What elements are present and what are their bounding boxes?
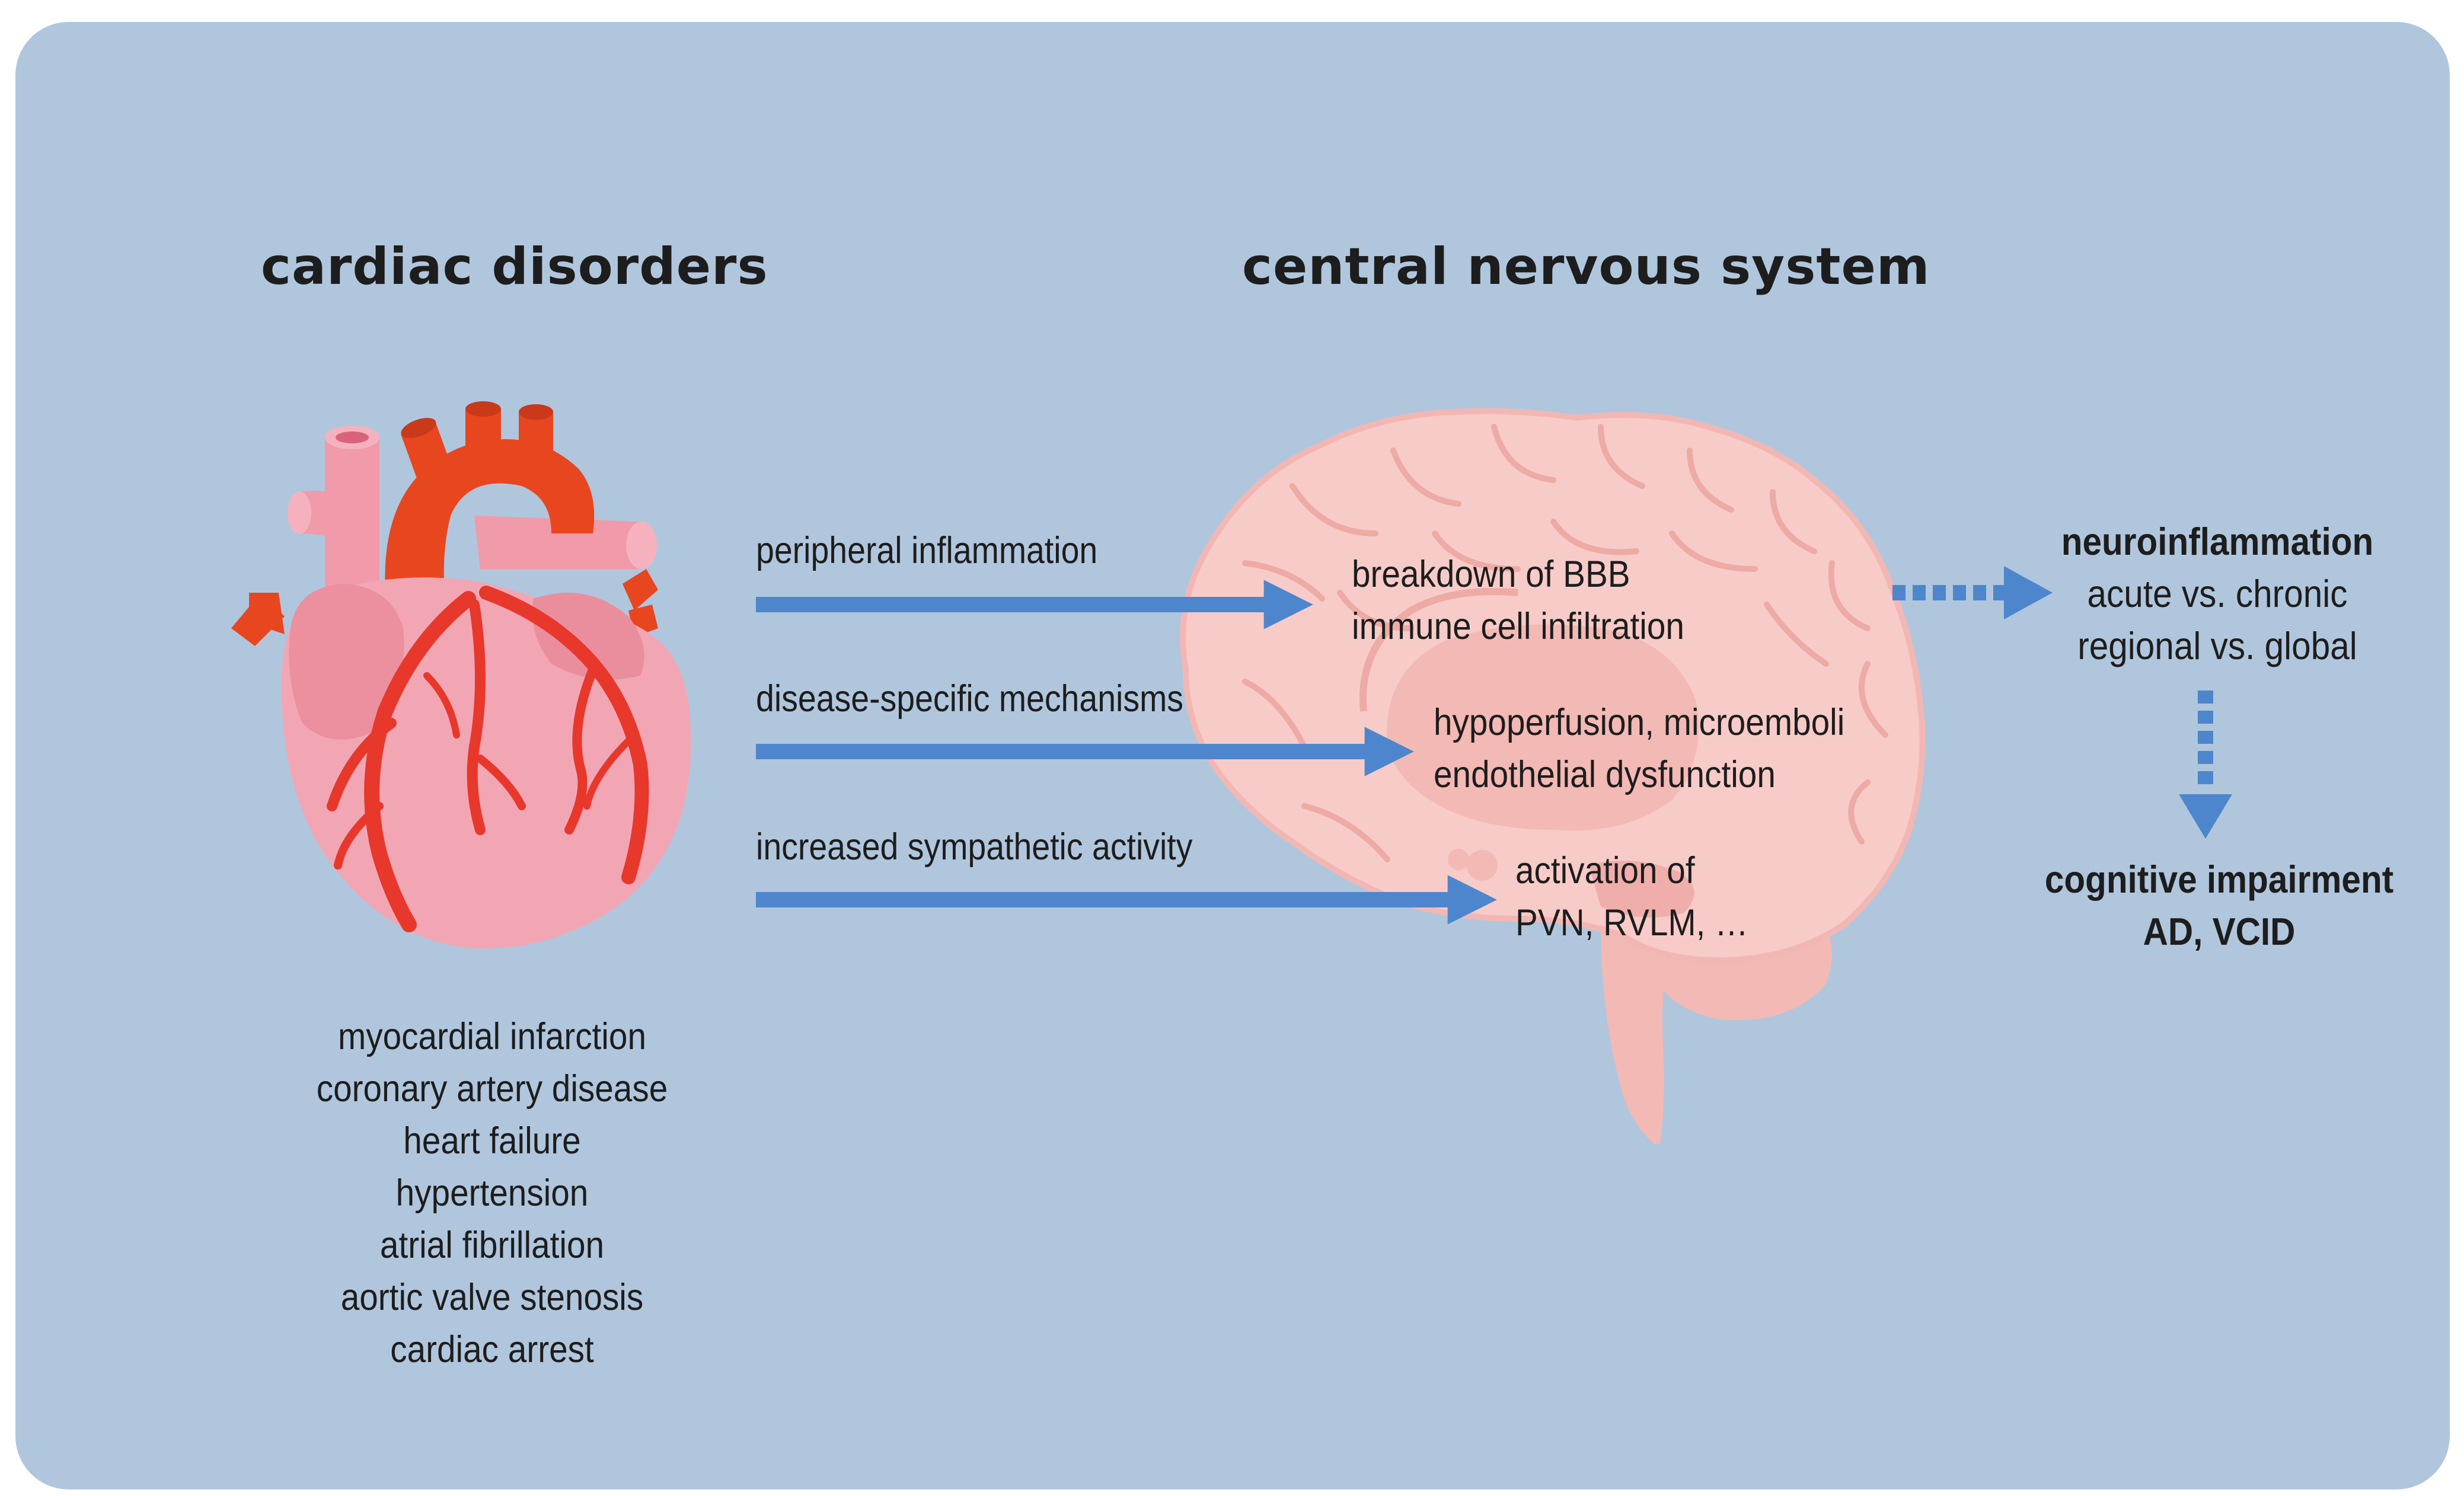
cognitive-impairment-title: cognitive impairment <box>2044 858 2394 901</box>
pathway-label-disease-specific: disease-specific mechanisms <box>756 678 1183 720</box>
effect-line: endothelial dysfunction <box>1434 754 1776 795</box>
effect-hypoperfusion: hypoperfusion, microemboli endothelial d… <box>1434 696 1844 801</box>
effect-line: immune cell infiltration <box>1352 606 1684 647</box>
pathway-label-sympathetic: increased sympathetic activity <box>756 826 1193 868</box>
neuroinflammation-title: neuroinflammation <box>2061 520 2374 563</box>
neuroinflammation-line: regional vs. global <box>2077 624 2357 667</box>
neuroinflammation-line: acute vs. chronic <box>2087 572 2348 615</box>
neuroinflammation-block: neuroinflammation acute vs. chronic regi… <box>2044 516 2390 672</box>
cardiac-disorders-title: cardiac disorders <box>261 237 768 296</box>
effect-line: activation of <box>1515 850 1695 891</box>
condition-item: myocardial infarction <box>338 1016 646 1057</box>
cognitive-impairment-block: cognitive impairment AD, VCID <box>2025 854 2413 958</box>
effect-line: PVN, RVLM, … <box>1515 902 1748 944</box>
effect-bbb: breakdown of BBB immune cell infiltratio… <box>1352 548 1684 653</box>
condition-item: heart failure <box>403 1120 581 1162</box>
condition-item: coronary artery disease <box>316 1068 668 1110</box>
cognitive-impairment-line: AD, VCID <box>2143 910 2296 953</box>
effect-line: hypoperfusion, microemboli <box>1434 702 1845 743</box>
cardiac-conditions-list: myocardial infarction coronary artery di… <box>297 1011 687 1376</box>
effect-activation: activation of PVN, RVLM, … <box>1515 845 1748 949</box>
pathway-arrows <box>756 566 2232 925</box>
effect-line: breakdown of BBB <box>1352 554 1630 595</box>
condition-item: atrial fibrillation <box>379 1225 605 1266</box>
pathway-label-inflammation: peripheral inflammation <box>756 530 1098 571</box>
condition-item: cardiac arrest <box>390 1329 594 1370</box>
cns-title: central nervous system <box>1242 237 1930 296</box>
brain-icon <box>1180 408 1926 1144</box>
condition-item: aortic valve stenosis <box>340 1277 644 1318</box>
condition-item: hypertension <box>395 1172 589 1214</box>
heart-icon <box>231 401 691 949</box>
